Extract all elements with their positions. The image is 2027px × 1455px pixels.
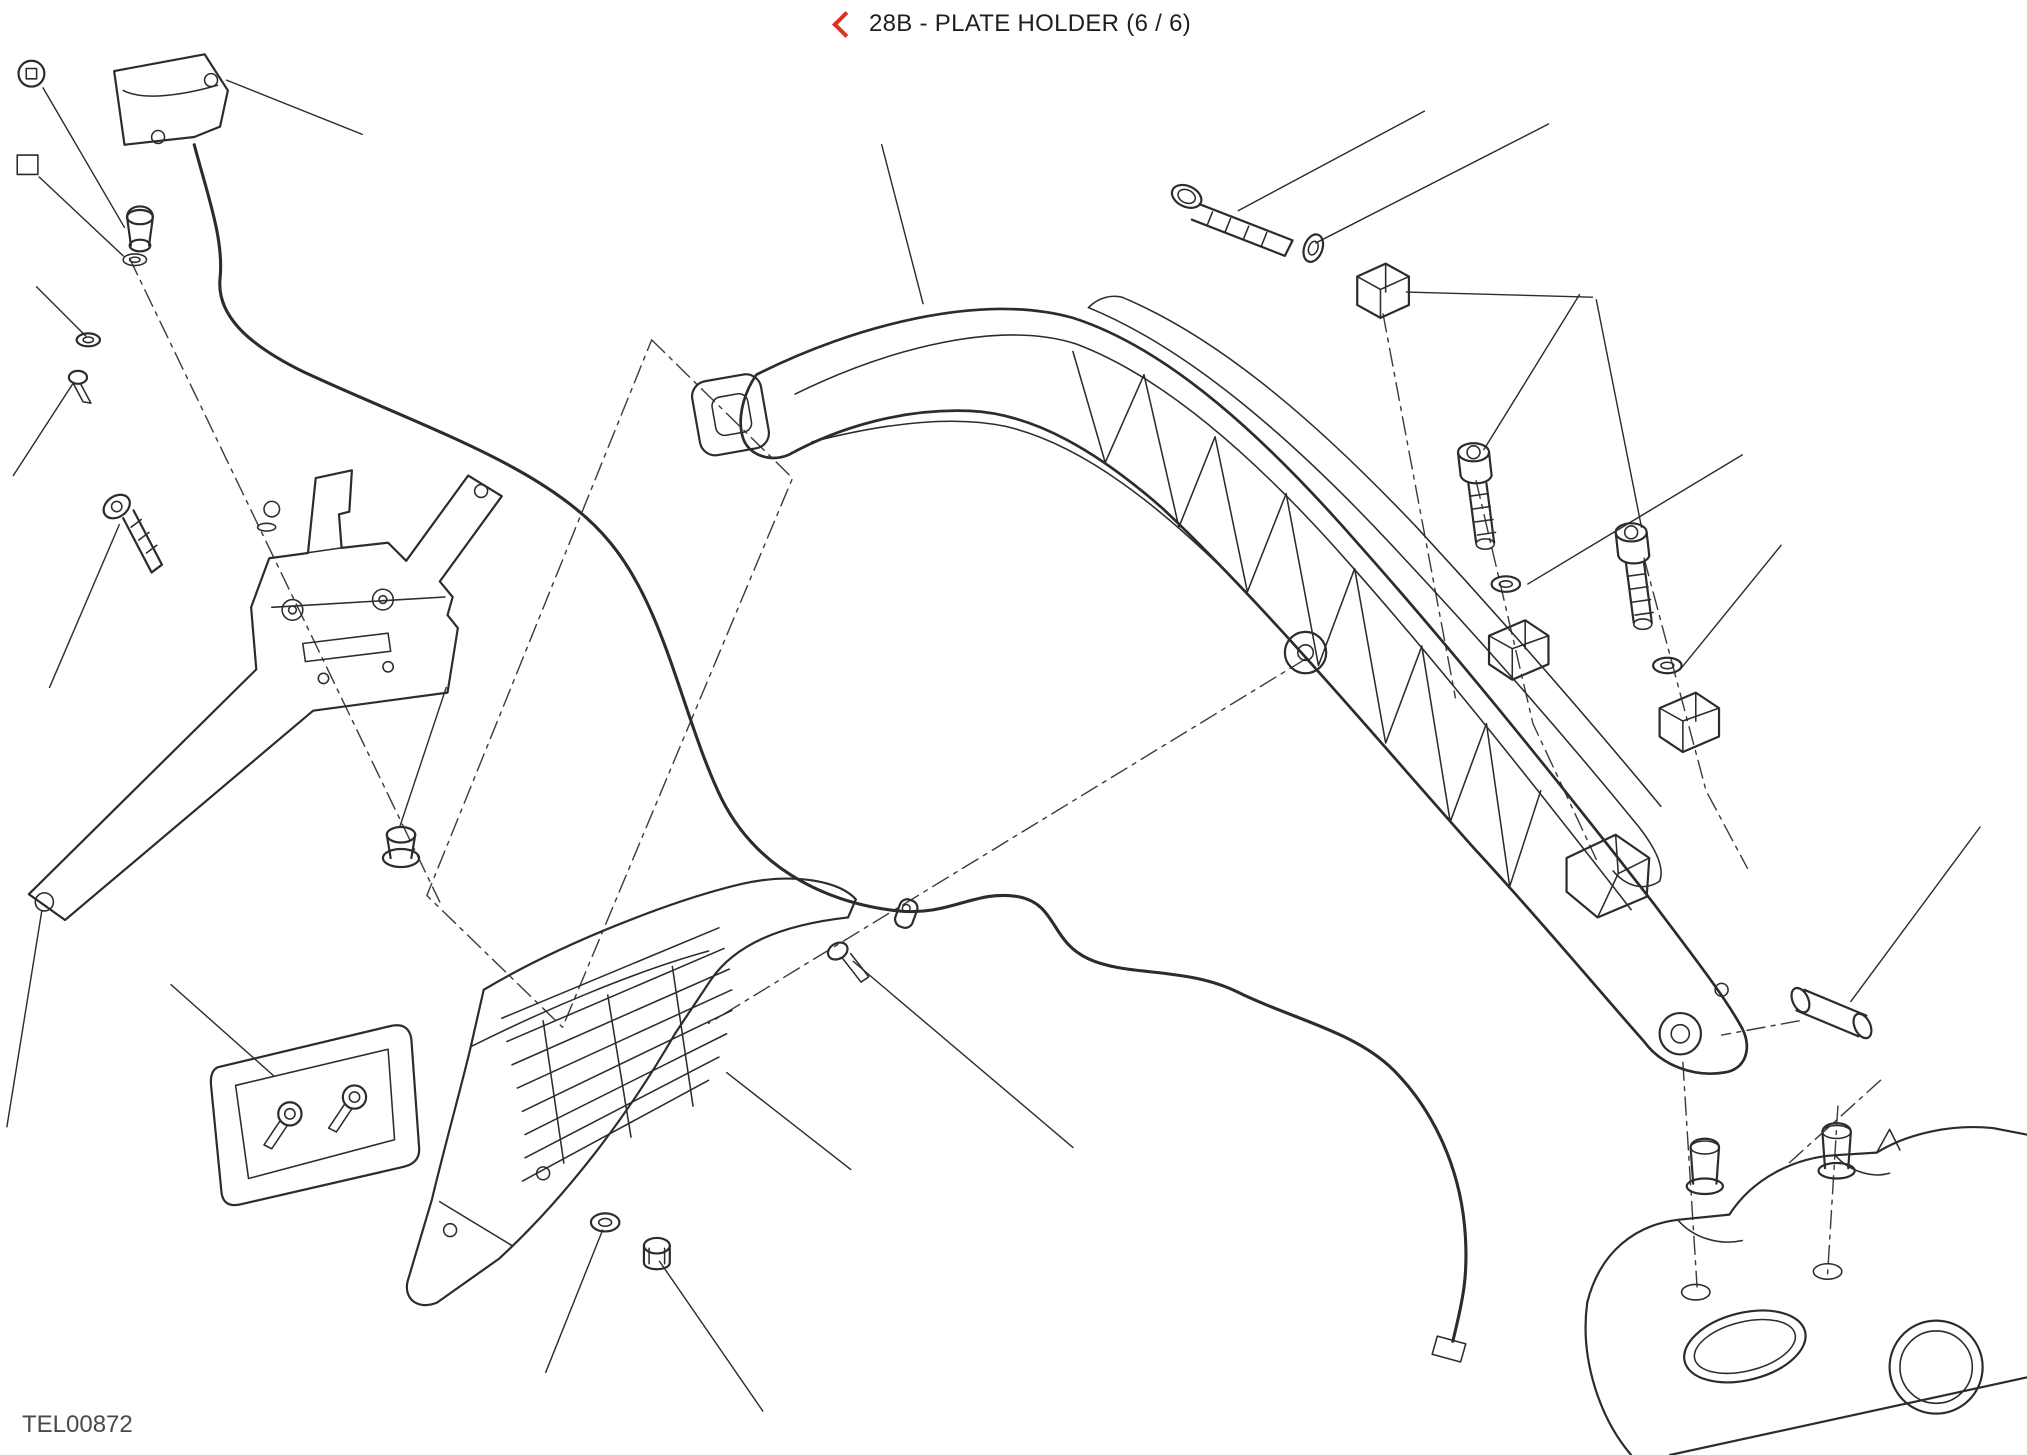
grommet-bracket: [381, 825, 421, 869]
wiring-harness: [192, 143, 1468, 1363]
screw-left: [102, 493, 164, 574]
rubber-bushing-left: [122, 205, 155, 267]
grommet-right-1: [1685, 1137, 1725, 1196]
washer-small-left: [75, 332, 102, 348]
grommet-right-2: [1817, 1122, 1856, 1180]
bolt-top-right: [1170, 183, 1294, 257]
screw-small-left: [67, 369, 92, 404]
legend-circle-icon: [17, 59, 46, 88]
swingarm-section: [1584, 1126, 2027, 1455]
spacer-bushing: [1790, 986, 1873, 1040]
socket-bolt-1: [1456, 442, 1497, 550]
nut-bottom: [642, 1236, 671, 1271]
washer-bottom: [589, 1212, 621, 1233]
plate-holder-bracket: [27, 469, 503, 922]
clip-center: [893, 898, 919, 929]
socket-bolt-2: [1614, 522, 1654, 631]
legend-square-icon: [16, 154, 39, 176]
screw-center: [826, 941, 870, 983]
plate-holder-arm: [691, 295, 1749, 1075]
leader-lines: [6, 79, 1981, 1412]
clip-nut-top: [1356, 262, 1411, 319]
assembly-axis-lines: [128, 257, 1882, 1288]
page-header: 28B - PLATE HOLDER (6 / 6): [0, 10, 2027, 38]
page-title: 28B - PLATE HOLDER (6 / 6): [868, 10, 1192, 37]
clip-nut-2: [1658, 691, 1721, 754]
diagram-code: TEL00872: [22, 1411, 133, 1438]
splash-guard: [405, 877, 857, 1307]
reflector: [209, 1024, 421, 1207]
washer-2: [1652, 656, 1683, 675]
washer-1: [1490, 575, 1522, 593]
plate-light: [113, 53, 229, 146]
washer-top-right: [1302, 233, 1325, 263]
grille-ribs: [501, 927, 733, 1182]
clip-nut-1: [1487, 619, 1550, 681]
